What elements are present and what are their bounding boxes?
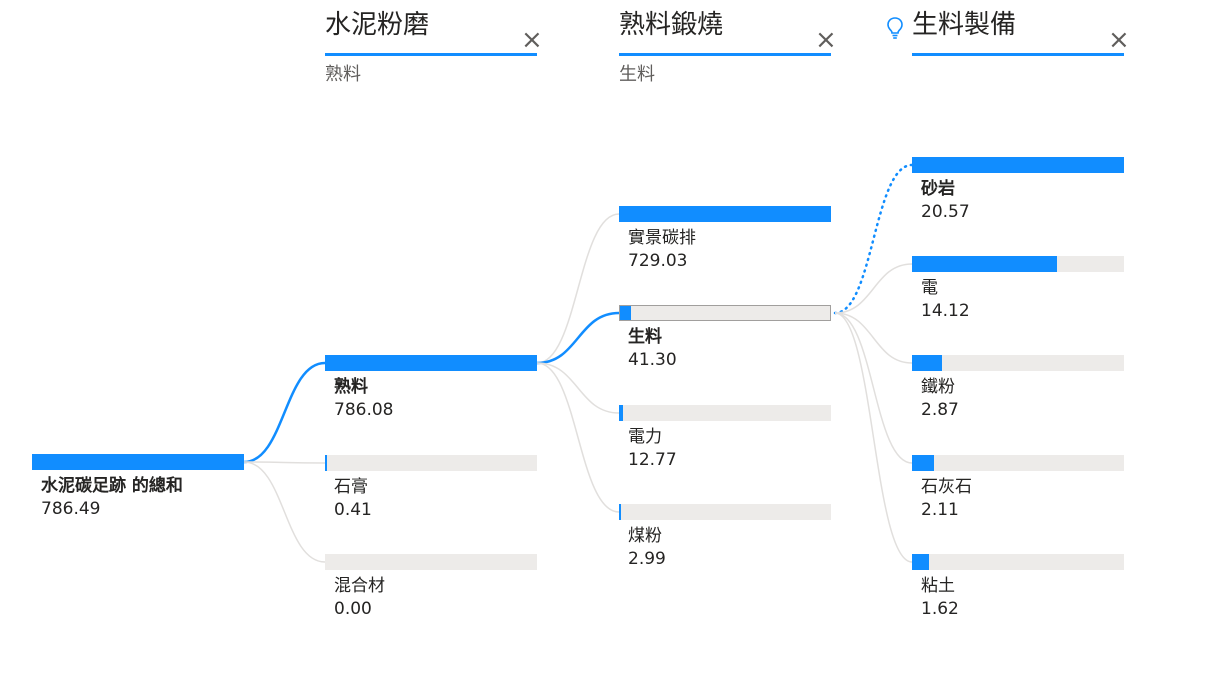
close-icon[interactable]: × [521, 25, 543, 55]
node-value: 0.00 [334, 599, 372, 619]
tree-node-l3-4[interactable]: 石灰石 2.11 [912, 455, 1124, 523]
tree-node-l3-2[interactable]: 電 14.12 [912, 256, 1124, 324]
bar-fill [325, 455, 327, 471]
bar-fill [912, 554, 929, 570]
bar-fill [619, 206, 831, 222]
connector-line [536, 213, 620, 364]
column-title-underline [619, 53, 831, 56]
node-value: 786.08 [334, 400, 394, 420]
node-label: 實景碳排 [628, 228, 696, 248]
bar-fill [912, 157, 1124, 173]
connector-line [536, 362, 620, 513]
close-icon[interactable]: × [815, 25, 837, 55]
node-label: 混合材 [334, 576, 385, 596]
connector-line [536, 362, 620, 414]
bar-fill [619, 405, 623, 421]
lightbulb-icon[interactable] [886, 16, 904, 44]
node-label: 熟料 [334, 377, 368, 397]
node-value: 2.87 [921, 400, 959, 420]
bar-track [325, 554, 537, 570]
connector-line [834, 312, 913, 364]
node-label: 電力 [628, 427, 662, 447]
node-label: 生料 [628, 327, 662, 347]
node-label: 煤粉 [628, 526, 662, 546]
bar-fill [619, 305, 631, 321]
node-value: 2.99 [628, 549, 666, 569]
bar-fill [912, 256, 1057, 272]
column-title-underline [325, 53, 537, 56]
connector-line [834, 312, 913, 563]
close-icon[interactable]: × [1108, 25, 1130, 55]
bar-track [912, 455, 1124, 471]
column-header-1: 水泥粉磨 × 熟料 [325, 10, 543, 90]
node-value: 41.30 [628, 350, 677, 370]
connector-line [243, 461, 326, 464]
node-label: 電 [921, 278, 938, 298]
tree-node-l3-5[interactable]: 粘土 1.62 [912, 554, 1124, 622]
node-value: 20.57 [921, 202, 970, 222]
connector-line [243, 361, 326, 464]
column-subtitle: 生料 [619, 64, 655, 85]
tree-node-l1-2[interactable]: 石膏 0.41 [325, 455, 537, 523]
node-label: 砂岩 [921, 179, 955, 199]
bar-fill [912, 355, 942, 371]
node-value: 12.77 [628, 450, 677, 470]
node-value: 0.41 [334, 500, 372, 520]
bar-fill [32, 454, 244, 470]
connector-line [834, 263, 913, 314]
column-title: 熟料鍛燒 [619, 10, 724, 40]
root-node[interactable]: 水泥碳足跡 的總和 786.49 [32, 454, 244, 522]
bar-track [912, 554, 1124, 570]
column-header-3: 生料製備 × [887, 10, 1130, 90]
tree-node-l2-2[interactable]: 生料 41.30 [619, 305, 831, 373]
column-title: 生料製備 [912, 10, 1017, 40]
column-title: 水泥粉磨 [325, 10, 430, 40]
node-label: 粘土 [921, 576, 955, 596]
node-label: 石膏 [334, 477, 368, 497]
selected-bar-outline [619, 305, 831, 321]
tree-node-l3-3[interactable]: 鐵粉 2.87 [912, 355, 1124, 423]
column-header-2: 熟料鍛燒 × 生料 [619, 10, 837, 90]
connector-line [243, 461, 326, 563]
tree-node-l2-3[interactable]: 電力 12.77 [619, 405, 831, 473]
bar-track [912, 355, 1124, 371]
node-value: 729.03 [628, 251, 688, 271]
tree-node-l2-1[interactable]: 實景碳排 729.03 [619, 206, 831, 274]
bar-track [325, 455, 537, 471]
tree-node-l2-4[interactable]: 煤粉 2.99 [619, 504, 831, 572]
column-title-underline [912, 53, 1124, 56]
bar-fill [325, 355, 537, 371]
node-value: 14.12 [921, 301, 970, 321]
tree-node-l3-1[interactable]: 砂岩 20.57 [912, 157, 1124, 225]
bar-track [619, 504, 831, 520]
connector-line [834, 312, 913, 464]
node-label: 鐵粉 [921, 377, 955, 397]
node-value: 786.49 [41, 499, 101, 519]
bar-fill [619, 504, 621, 520]
bar-track [619, 305, 831, 321]
column-subtitle: 熟料 [325, 64, 361, 85]
node-value: 1.62 [921, 599, 959, 619]
node-value: 2.11 [921, 500, 959, 520]
connector-line [833, 163, 914, 315]
bar-fill [912, 455, 934, 471]
node-label: 石灰石 [921, 477, 972, 497]
node-label: 水泥碳足跡 的總和 [41, 476, 183, 496]
tree-node-l1-3[interactable]: 混合材 0.00 [325, 554, 537, 622]
connector-line [536, 311, 620, 365]
bar-track [619, 405, 831, 421]
tree-node-l1-1[interactable]: 熟料 786.08 [325, 355, 537, 423]
